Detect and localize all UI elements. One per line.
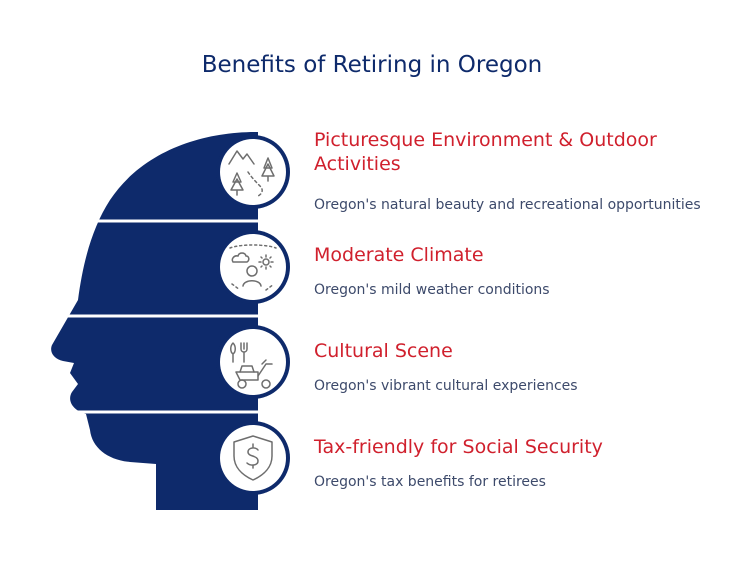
benefit-item-environment: Picturesque Environment & Outdoor Activi… (314, 128, 724, 215)
benefit-item-culture: Cultural Scene Oregon's vibrant cultural… (314, 339, 724, 396)
dining-scooter-icon (230, 342, 273, 389)
weather-person-icon (229, 244, 277, 291)
benefit-title: Picturesque Environment & Outdoor Activi… (314, 129, 657, 175)
section-dividers (40, 219, 258, 414)
benefit-title: Moderate Climate (314, 244, 484, 266)
benefit-item-tax: Tax-friendly for Social Security Oregon'… (314, 435, 724, 492)
mountains-trees-icon (228, 150, 275, 197)
benefit-description: Oregon's tax benefits for retirees (314, 474, 546, 490)
dollar-shield-icon (233, 435, 273, 481)
benefit-description: Oregon's mild weather conditions (314, 282, 550, 298)
benefit-description: Oregon's natural beauty and recreational… (314, 197, 701, 213)
head-shape (51, 132, 258, 510)
benefit-title: Cultural Scene (314, 340, 453, 362)
page-title: Benefits of Retiring in Oregon (201, 52, 543, 78)
benefit-title: Tax-friendly for Social Security (314, 436, 603, 458)
benefit-description: Oregon's vibrant cultural experiences (314, 378, 578, 394)
benefit-item-climate: Moderate Climate Oregon's mild weather c… (314, 243, 724, 300)
